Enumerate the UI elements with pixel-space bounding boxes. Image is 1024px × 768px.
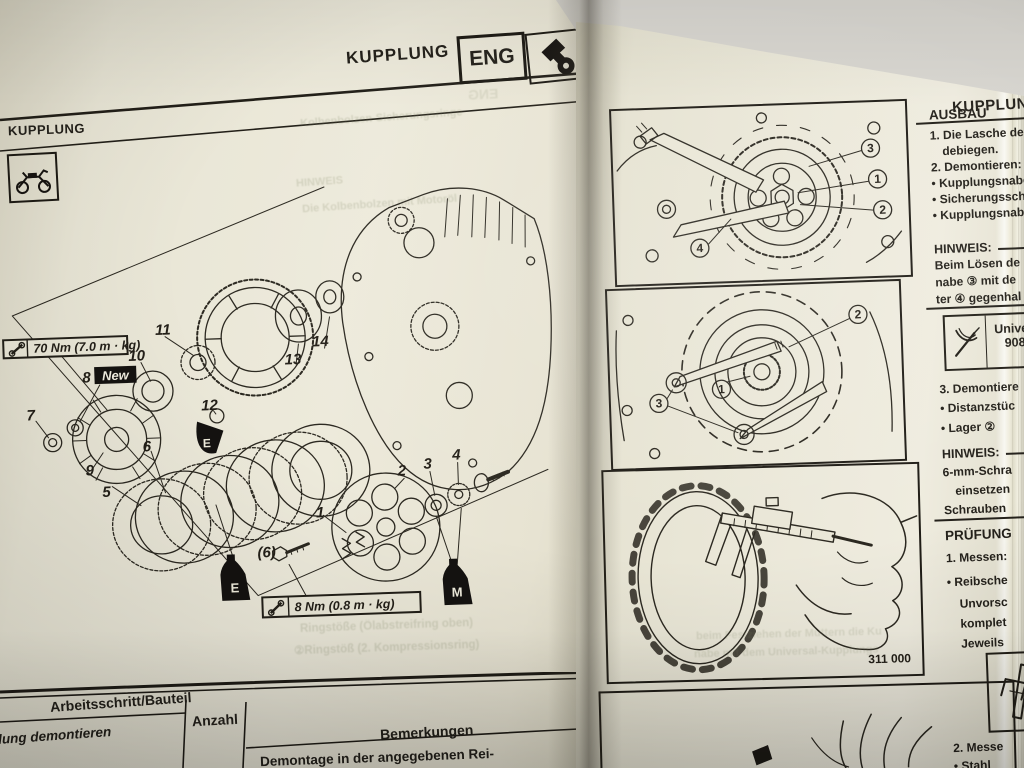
callout-6: 6 — [142, 438, 152, 455]
language-tab-label: ENG — [468, 44, 516, 71]
step-line: 1. Messen: — [945, 548, 1008, 566]
oil-bottle-e-icon — [220, 554, 251, 601]
step-line: 3. Demontiere — [939, 379, 1020, 397]
exploded-clutch-diagram: E E M 11 10 7 9 5 6 12 13 14 1 — [2, 186, 552, 619]
tool-text-cell: Unive 908 — [986, 313, 1024, 368]
callout-5: 5 — [102, 484, 112, 501]
figure1-art: 3 1 2 4 — [616, 112, 903, 270]
left-page: KUPPLUNG ENG KUPPLUNG Kol — [0, 0, 600, 768]
figure3-number: 311 000 — [868, 651, 911, 666]
note-line: Beim Lösen de — [934, 255, 1021, 273]
fig2-callout-3: 3 — [655, 396, 662, 410]
note-line: nabe ③ mit de — [935, 272, 1017, 290]
callout-14: 14 — [312, 333, 330, 351]
section-title: KUPPLUNG — [7, 120, 86, 139]
step-table: Arbeitsschritt/Bauteil Anzahl Bemerkunge… — [0, 672, 600, 768]
diagram-line-art — [11, 186, 552, 597]
figure-plate-measurement: 311 000 — [601, 461, 925, 685]
left-page-header-rules — [0, 70, 598, 152]
new-tag: New — [94, 365, 137, 385]
callout-4: 4 — [451, 446, 462, 463]
callout-3: 3 — [423, 455, 433, 472]
table-col-qty: Anzahl — [191, 710, 239, 730]
step-table-rules — [0, 672, 599, 768]
note-rule — [998, 246, 1024, 250]
oil-bottle-m-icon — [442, 558, 473, 606]
bullet-line: • Distanzstüc — [939, 398, 1016, 416]
step-line: 2. Demontieren: — [930, 157, 1022, 175]
fig2-callout-2: 2 — [854, 307, 861, 321]
note-line: 6-mm-Schra — [942, 462, 1013, 480]
oil-bottle-m-label: M — [451, 584, 462, 599]
motorcycle-icon — [15, 168, 51, 194]
model-icon-box — [6, 151, 60, 204]
figure4-art — [752, 713, 933, 768]
tool-icon-cell — [944, 315, 988, 370]
callout-10: 10 — [128, 347, 146, 365]
callout-9: 9 — [85, 462, 95, 479]
diagram-callouts: 11 10 7 9 5 6 12 13 14 1 2 3 4 (6) 8 — [26, 321, 462, 562]
special-tool-box: Unive 908 — [942, 310, 1024, 372]
torque-box-top: 70 Nm (7.0 m · kg) — [2, 334, 141, 360]
fig2-callout-1: 1 — [718, 382, 725, 396]
torque-bottom-label: 8 Nm (0.8 m · kg) — [294, 597, 394, 614]
heading-ausbau: AUSBAU — [928, 105, 987, 123]
figure-hub-removal: 2 1 3 — [604, 278, 908, 472]
oil-drop-label: E — [203, 436, 211, 450]
bullet-line: • Stahl — [953, 757, 992, 768]
step-line: 2. Messe — [952, 739, 1004, 756]
step-line: debiegen. — [942, 141, 999, 159]
callout-8: 8 — [82, 369, 92, 386]
callout-7: 7 — [26, 407, 36, 424]
figure-clutch-holder: 3 1 2 4 — [608, 98, 914, 288]
caliper-tool-box — [985, 650, 1024, 733]
torque-box-bottom: 8 Nm (0.8 m · kg) — [261, 590, 422, 619]
callout-11: 11 — [155, 321, 171, 339]
bullet-line: • Lager ② — [940, 419, 996, 436]
oil-drop-icon — [196, 421, 224, 454]
wrench-icon — [8, 341, 26, 357]
bullet-line: • Kupplungsnabe — [931, 172, 1024, 191]
new-tag-label: New — [102, 367, 130, 383]
bullet-line: • Sicherungssche — [931, 188, 1024, 207]
language-tab-box: ENG — [456, 31, 528, 85]
bullet-line: • Kupplungsnab — [932, 205, 1024, 223]
fig1-callout-3: 3 — [867, 141, 874, 155]
note-line: Schrauben — [943, 500, 1007, 518]
callout-12: 12 — [201, 397, 219, 415]
page-edges — [996, 22, 1024, 768]
body-line: komplet — [960, 615, 1007, 631]
special-tools-icon — [955, 327, 980, 357]
body-line: Jeweils — [960, 635, 1005, 651]
torque-top-label: 70 Nm (7.0 m · kg) — [33, 338, 140, 356]
callout-6-paren: (6) — [257, 544, 276, 562]
figure2-art: 2 1 3 — [615, 290, 893, 460]
note-heading: HINWEIS: — [941, 445, 1000, 462]
callout-2: 2 — [396, 462, 407, 479]
callout-1: 1 — [316, 504, 325, 521]
oil-symbols: E E M — [196, 421, 473, 606]
oil-bottle-e-label: E — [230, 580, 240, 595]
figure-partial-bottom — [598, 680, 1018, 768]
body-line: Unvorsc — [959, 594, 1008, 611]
heading-pruefung: PRÜFUNG — [944, 525, 1013, 544]
fig1-callout-4: 4 — [696, 241, 703, 255]
engine-chapter-icon-box — [524, 28, 584, 85]
tool-number: 908 — [1004, 335, 1024, 350]
note-heading: HINWEIS: — [933, 240, 992, 257]
note-line: einsetzen — [955, 481, 1011, 498]
tool-name: Unive — [993, 320, 1024, 337]
callout-13: 13 — [284, 351, 302, 369]
fig1-callout-1: 1 — [874, 172, 881, 186]
caliper-icon — [1000, 663, 1024, 720]
step-line: 1. Die Lasche der — [929, 124, 1024, 143]
wrench-icon — [267, 599, 285, 616]
bleedthrough-text: ENG — [467, 85, 499, 103]
figure3-art: 311 000 — [628, 482, 918, 674]
bullet-line: • Reibsche — [946, 572, 1008, 590]
note-rule — [1005, 451, 1024, 455]
piston-icon — [541, 38, 575, 74]
fig1-callout-2: 2 — [879, 203, 886, 217]
